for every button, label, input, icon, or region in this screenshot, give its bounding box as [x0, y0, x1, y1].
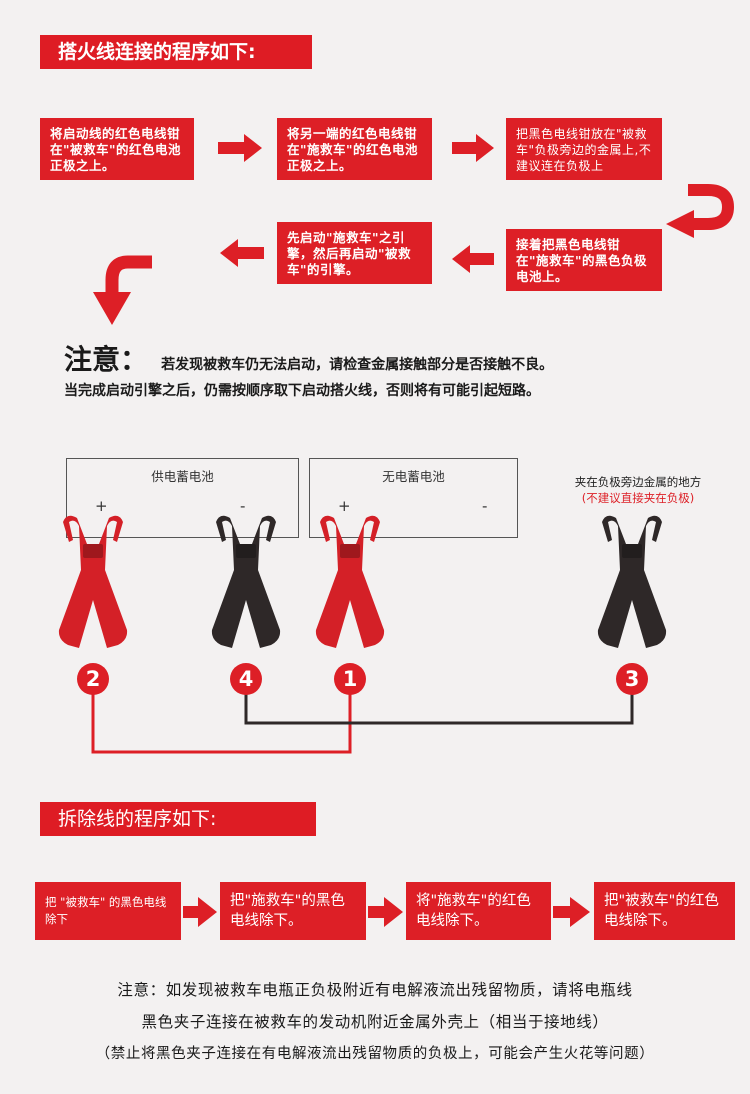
- notice-line-1: 注意： 若发现被救车仍无法启动，请检查金属接触部分是否接触不良。: [64, 338, 724, 378]
- bottom-note-2: 黑色夹子连接在被救车的发动机附近金属外壳上（相当于接地线）: [141, 1013, 609, 1031]
- u-turn-arrow-icon: [666, 184, 735, 238]
- connect-step-3: 把黑色电线钳放在"被救车"负极旁边的金属上,不建议连在负极上: [506, 118, 662, 180]
- connect-step-1: 将启动线的红色电线钳在"被救车"的红色电池正极之上。: [40, 118, 194, 180]
- side-note: 夹在负极旁边金属的地方: [574, 475, 702, 489]
- black-clamp-3: [597, 515, 667, 648]
- wire-black: [244, 690, 634, 725]
- remove-step-3: 将"施救车"的红色电线除下。: [406, 882, 551, 940]
- connect-step-2: 将另一端的红色电线钳在"施救车"的红色电池正极之上。: [277, 118, 432, 180]
- battery-dead-label: 无电蓄电池: [382, 469, 445, 484]
- red-clamp-1: [315, 515, 385, 648]
- arrow-right-icon: [368, 897, 403, 927]
- arrow-left-icon: [452, 245, 494, 273]
- connect-step-4: 接着把黑色电线钳在"施救车"的黑色负极电池上。: [506, 229, 662, 291]
- arrow-right-icon: [553, 897, 590, 927]
- arrow-right-icon: [183, 897, 217, 927]
- battery-dead-plus: +: [338, 497, 351, 515]
- bottom-note-1: 注意：如发现被救车电瓶正负极附近有电解液流出残留物质，请将电瓶线: [117, 981, 633, 999]
- red-clamp-2: [58, 515, 128, 648]
- badge-1: 1: [334, 663, 366, 695]
- wire-red: [91, 690, 352, 754]
- badge-2: 2: [77, 663, 109, 695]
- removal-arrows: [183, 897, 590, 927]
- remove-header: 拆除线的程序如下:: [40, 802, 316, 836]
- remove-step-2: 把"施救车"的黑色电线除下。: [220, 882, 366, 940]
- connect-step-5: 先启动"施救车"之引擎，然后再启动"被救车"的引擎。: [277, 222, 432, 284]
- remove-step-4: 把"被救车"的红色电线除下。: [594, 882, 735, 940]
- clamp-diagram: [58, 515, 667, 754]
- badge-3: 3: [616, 663, 648, 695]
- arrow-right-icon: [218, 134, 262, 162]
- flow-arrows: [93, 134, 735, 325]
- notice-line-2: 当完成启动引擎之后，仍需按顺序取下启动搭火线，否则将有可能引起短路。: [64, 383, 540, 399]
- battery-supply-minus: -: [240, 497, 246, 515]
- notice-text-1: 若发现被救车仍无法启动，请检查金属接触部分是否接触不良。: [161, 357, 554, 373]
- black-clamp-4: [211, 515, 281, 648]
- arrow-right-icon: [452, 134, 494, 162]
- battery-dead-box: [309, 458, 518, 538]
- remove-step-1: 把 "被救车" 的黑色电线除下: [35, 882, 181, 940]
- battery-supply-label: 供电蓄电池: [151, 469, 214, 484]
- badge-4: 4: [230, 663, 262, 695]
- bottom-note-3: （禁止将黑色夹子连接在有电解液流出残留物质的负极上，可能会产生火花等问题）: [95, 1046, 655, 1062]
- notice-label: 注意：: [64, 343, 149, 376]
- battery-dead-minus: -: [482, 497, 488, 515]
- battery-supply-plus: +: [95, 497, 108, 515]
- down-turn-arrow-icon: [93, 255, 152, 325]
- side-note-red: (不建议直接夹在负极): [581, 491, 695, 505]
- connect-header: 搭火线连接的程序如下:: [40, 35, 312, 69]
- arrow-left-icon: [220, 239, 264, 267]
